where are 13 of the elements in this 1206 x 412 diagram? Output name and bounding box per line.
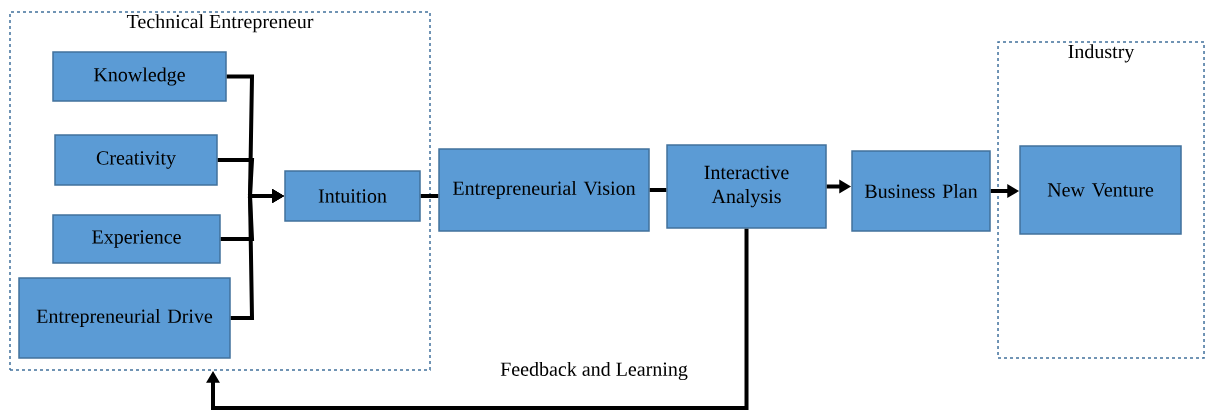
- process-box: Entrepreneurial Drive: [18, 277, 231, 359]
- group-heading: Technical Entrepreneur: [126, 14, 314, 33]
- process-box: Knowledge: [52, 51, 227, 102]
- process-box: Intuition: [284, 170, 421, 222]
- process-box: New Venture: [1019, 145, 1182, 235]
- edge-label: Feedback and Learning: [498, 359, 690, 383]
- group-heading: Industry: [1068, 44, 1135, 63]
- process-box: Creativity: [54, 134, 218, 186]
- process-box: Entrepreneurial Vision: [438, 148, 650, 232]
- process-box: Business Plan: [851, 150, 991, 232]
- process-box: Experience: [52, 214, 221, 264]
- process-box: Interactive Analysis: [666, 144, 827, 229]
- arrow: [206, 228, 749, 410]
